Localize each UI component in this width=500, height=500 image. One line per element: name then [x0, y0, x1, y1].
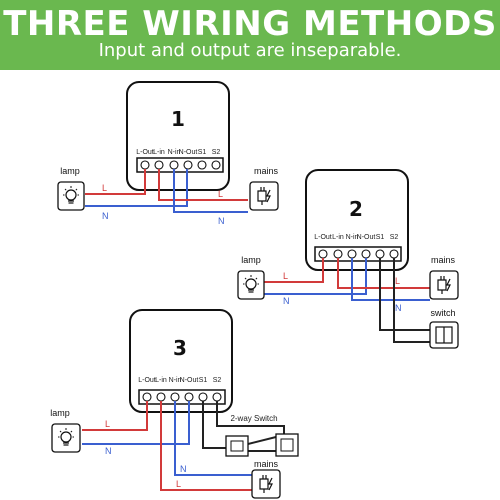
- mains-box: [249, 181, 279, 211]
- terminal-label: L-Out: [136, 149, 154, 156]
- mains-label: mains: [254, 166, 279, 176]
- terminal-label: S1: [199, 377, 208, 384]
- mains-wire-label-n: N: [180, 464, 187, 474]
- terminal-labels: L-Out L-in N-in N-Out S1 S2: [136, 149, 220, 156]
- terminal-labels: L-Out L-in N-in N-Out S1 S2: [138, 377, 221, 384]
- terminal-label: N-Out: [357, 234, 376, 241]
- lamp-label: lamp: [241, 255, 261, 265]
- lamp-box: [237, 270, 265, 300]
- terminal-label: N-in: [169, 377, 182, 384]
- mains-box: [429, 270, 459, 300]
- wires: [82, 401, 285, 491]
- wires: [85, 169, 248, 213]
- terminal-label: S2: [213, 377, 222, 384]
- wire-label-n: N: [283, 296, 290, 306]
- terminal-label: L-in: [153, 149, 165, 156]
- mains-wire-label-l: L: [218, 189, 223, 199]
- diagram-number: 2: [349, 197, 363, 221]
- terminal-screws: [318, 249, 399, 259]
- lamp-label: lamp: [50, 408, 70, 418]
- wiring-diagrams: 1 L-Out L-in N-in N-Out S1 S2 L N L N la…: [50, 81, 459, 499]
- relay-module: [305, 169, 409, 271]
- terminal-labels: L-Out L-in N-in N-Out S1 S2: [314, 234, 398, 241]
- mains-wire-label-l: L: [395, 276, 400, 286]
- terminal-label: S2: [212, 149, 221, 156]
- terminal-label: L-Out: [314, 234, 332, 241]
- lamp-box: [51, 423, 81, 453]
- lamp-label: lamp: [60, 166, 80, 176]
- switch-icon: [435, 326, 453, 344]
- mains-label: mains: [254, 459, 279, 469]
- wire-label-l: L: [105, 419, 110, 429]
- mains-wire-label-n: N: [218, 216, 225, 226]
- mains-wire-label-n: N: [395, 303, 402, 313]
- terminal-label: N-Out: [179, 149, 198, 156]
- terminal-label: N-Out: [180, 377, 199, 384]
- terminal-label: N-in: [168, 149, 181, 156]
- terminal-block: [314, 246, 402, 262]
- lamp-box: [57, 181, 85, 211]
- page-title: THREE WIRING METHODS: [3, 4, 497, 44]
- two-way-switch-icon: [225, 433, 299, 457]
- terminal-block: [138, 389, 226, 405]
- terminal-label: L-Out: [138, 377, 156, 384]
- diagram-1: 1 L-Out L-in N-in N-Out S1 S2 L N L N la…: [57, 81, 279, 226]
- diagram-3: 3 L-Out L-in N-in N-Out S1 S2 L N L N l: [50, 309, 299, 499]
- diagram-number: 3: [173, 336, 187, 360]
- wires: [264, 258, 430, 343]
- terminal-label: L-in: [155, 377, 167, 384]
- terminal-block: [136, 157, 224, 173]
- terminal-label: N-in: [346, 234, 359, 241]
- diagram-number: 1: [171, 107, 185, 131]
- mains-box: [251, 469, 281, 499]
- terminal-label: L-in: [332, 234, 344, 241]
- page-subtitle: Input and output are inseparable.: [98, 40, 402, 61]
- wire-label-n: N: [102, 211, 109, 221]
- terminal-label: S2: [390, 234, 399, 241]
- header-banner: THREE WIRING METHODS Input and output ar…: [0, 0, 500, 70]
- terminal-label: S1: [376, 234, 385, 241]
- terminal-screws: [142, 392, 222, 402]
- terminal-label: S1: [198, 149, 207, 156]
- wire-label-l: L: [102, 183, 107, 193]
- wire-label-n: N: [105, 446, 112, 456]
- relay-module: [129, 309, 233, 413]
- diagram-2: 2 L-Out L-in N-in N-Out S1 S2 L N L N la…: [237, 169, 459, 349]
- wire-label-l: L: [283, 271, 288, 281]
- mains-label: mains: [431, 255, 456, 265]
- switch-label: 2-way Switch: [230, 414, 277, 423]
- relay-module: [126, 81, 230, 191]
- mains-wire-label-l: L: [176, 479, 181, 489]
- switch-label: switch: [430, 308, 455, 318]
